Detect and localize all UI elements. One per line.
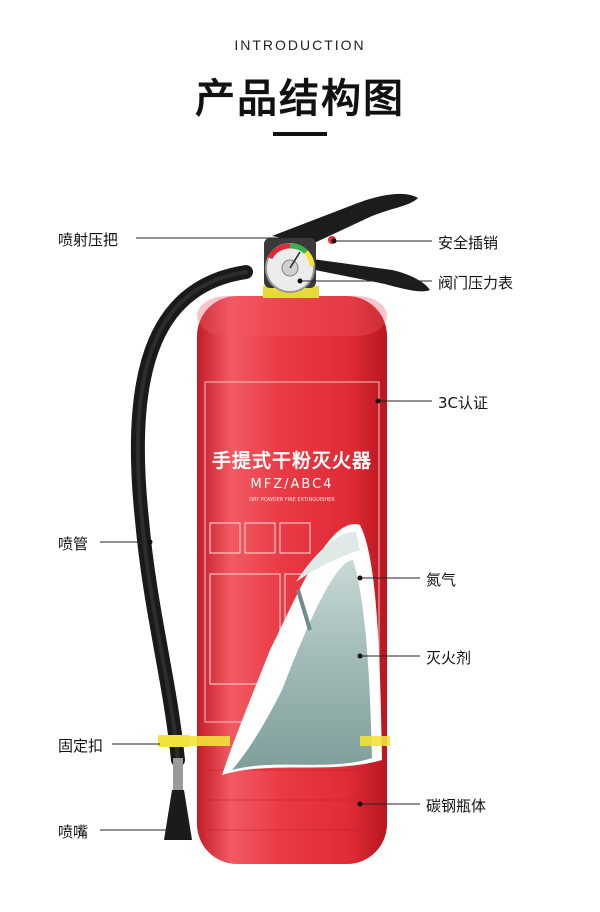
- label-pressure-gauge: 阀门压力表: [438, 274, 514, 292]
- label-fixing-clamp: 固定扣: [58, 737, 104, 755]
- label-3c-certification: 3C认证: [438, 394, 489, 412]
- cutaway-view: [222, 524, 382, 775]
- nozzle: [164, 758, 192, 840]
- label-cylinder: 碳钢瓶体: [426, 797, 487, 815]
- label-hose: 喷管: [58, 535, 89, 553]
- pressure-gauge: [265, 243, 315, 293]
- leader-lines: [100, 237, 432, 831]
- label-nitrogen: 氮气: [426, 571, 457, 589]
- fixing-clamp: [158, 735, 390, 747]
- label-safety-pin: 安全插销: [438, 234, 499, 252]
- title-underline: [273, 132, 327, 136]
- leader-dots: [147, 238, 381, 807]
- label-nozzle: 喷嘴: [58, 823, 89, 841]
- hose: [130, 265, 253, 767]
- label-spray-handle: 喷射压把: [58, 231, 119, 249]
- body-label-small: DRY POWDER FIRE EXTINGUISHER: [249, 497, 335, 503]
- body-label-model: MFZ/ABC4: [251, 477, 334, 492]
- page-title: 产品结构图: [195, 76, 405, 122]
- body-label-main: 手提式干粉灭火器: [212, 449, 372, 472]
- label-extinguishing-agent: 灭火剂: [426, 649, 472, 667]
- intro-heading: INTRODUCTION: [234, 37, 366, 53]
